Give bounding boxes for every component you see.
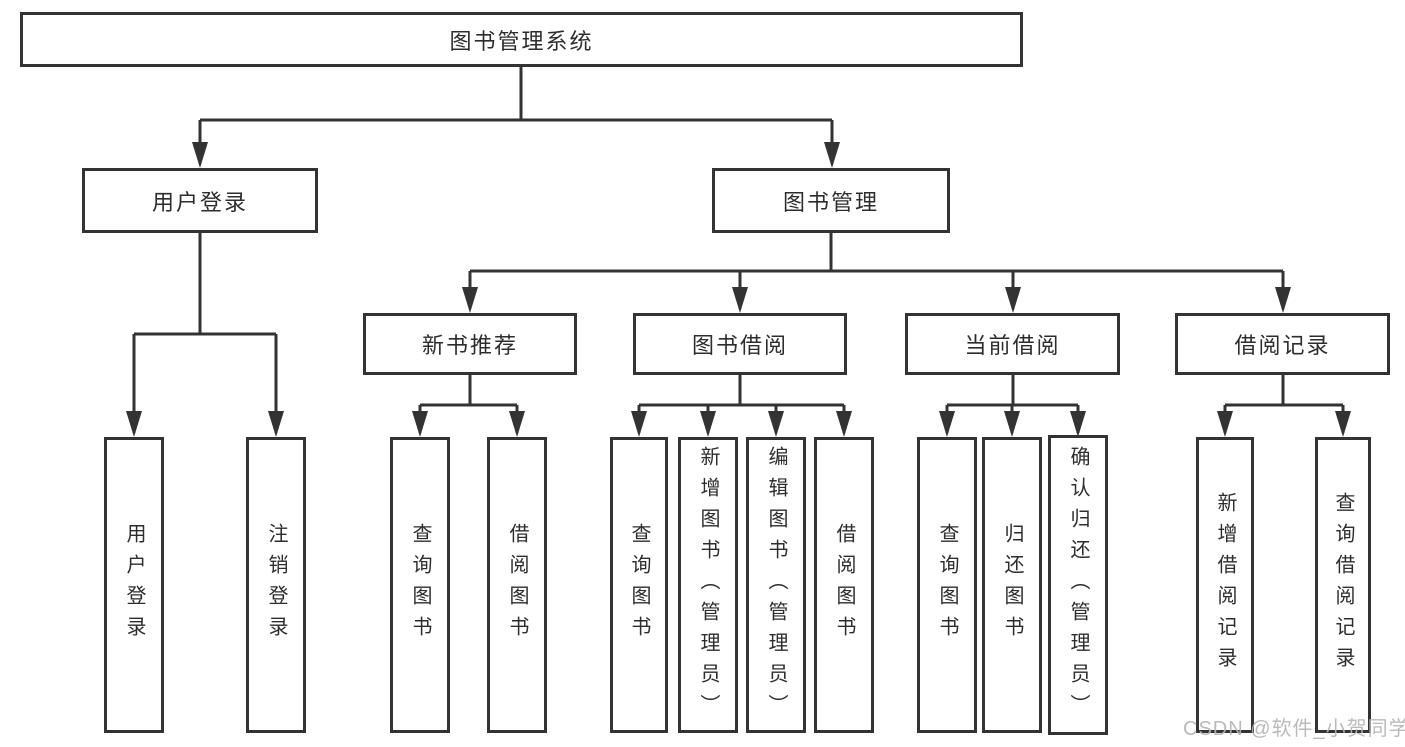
- leaf-label: 新增借阅记录: [1214, 492, 1236, 678]
- leaf-query-books-borrow: 查询图书: [610, 437, 668, 733]
- node-book-management: 图书管理: [712, 168, 950, 233]
- node-current-borrowing: 当前借阅: [905, 313, 1120, 375]
- leaf-label: 用户登录: [123, 523, 145, 647]
- leaf-add-borrow-record: 新增借阅记录: [1196, 437, 1254, 733]
- leaf-confirm-return-admin: 确认归还（管理员）: [1048, 435, 1108, 735]
- node-book-borrowing: 图书借阅: [633, 313, 847, 375]
- connector-records-split: [1223, 375, 1345, 433]
- leaf-label: 查询图书: [628, 523, 650, 647]
- leaf-query-books-current: 查询图书: [917, 437, 977, 733]
- leaf-edit-book-admin: 编辑图书（管理员）: [746, 437, 806, 733]
- leaf-label: 查询借阅记录: [1332, 492, 1354, 678]
- node-new-book-recommend: 新书推荐: [363, 313, 577, 375]
- csdn-watermark: CSDN @软件_小贺同学: [1183, 718, 1405, 740]
- leaf-label: 查询图书: [936, 523, 958, 647]
- leaf-label: 编辑图书（管理员）: [765, 445, 787, 725]
- node-user-login: 用户登录: [82, 168, 318, 233]
- node-label: 图书管理: [782, 189, 879, 215]
- leaf-query-borrow-record: 查询借阅记录: [1315, 437, 1371, 733]
- leaf-borrow-books-recommend: 借阅图书: [487, 437, 547, 733]
- leaf-label: 归还图书: [1001, 523, 1023, 647]
- connector-recommend-split: [418, 375, 519, 433]
- leaf-return-book: 归还图书: [982, 437, 1042, 733]
- node-label: 新书推荐: [421, 333, 518, 358]
- node-label: 借阅记录: [1234, 333, 1331, 358]
- node-label: 当前借阅: [964, 333, 1061, 358]
- leaf-label: 新增图书（管理员）: [697, 445, 719, 725]
- node-label: 图书借阅: [691, 333, 788, 358]
- leaf-query-books-recommend: 查询图书: [390, 437, 450, 733]
- connector-userlogin-split: [132, 233, 278, 433]
- leaf-add-book-admin: 新增图书（管理员）: [678, 437, 738, 733]
- connector-borrow-split: [637, 375, 846, 433]
- leaf-label: 查询图书: [409, 523, 431, 647]
- arrowheads: [126, 142, 1351, 437]
- leaf-label: 注销登录: [265, 523, 287, 647]
- connector-root-split: [198, 67, 834, 164]
- leaf-label: 借阅图书: [506, 523, 528, 647]
- leaf-label: 借阅图书: [833, 523, 855, 647]
- leaf-label: 确认归还（管理员）: [1067, 445, 1089, 725]
- node-borrowing-records: 借阅记录: [1175, 313, 1390, 375]
- leaf-logout: 注销登录: [246, 437, 306, 733]
- node-label: 图书管理系统: [449, 28, 594, 54]
- leaf-user-login: 用户登录: [104, 437, 164, 733]
- node-label: 用户登录: [151, 189, 248, 215]
- leaf-borrow-books: 借阅图书: [814, 437, 874, 733]
- connector-bookmgmt-split: [468, 233, 1285, 309]
- node-library-management-system: 图书管理系统: [20, 12, 1023, 67]
